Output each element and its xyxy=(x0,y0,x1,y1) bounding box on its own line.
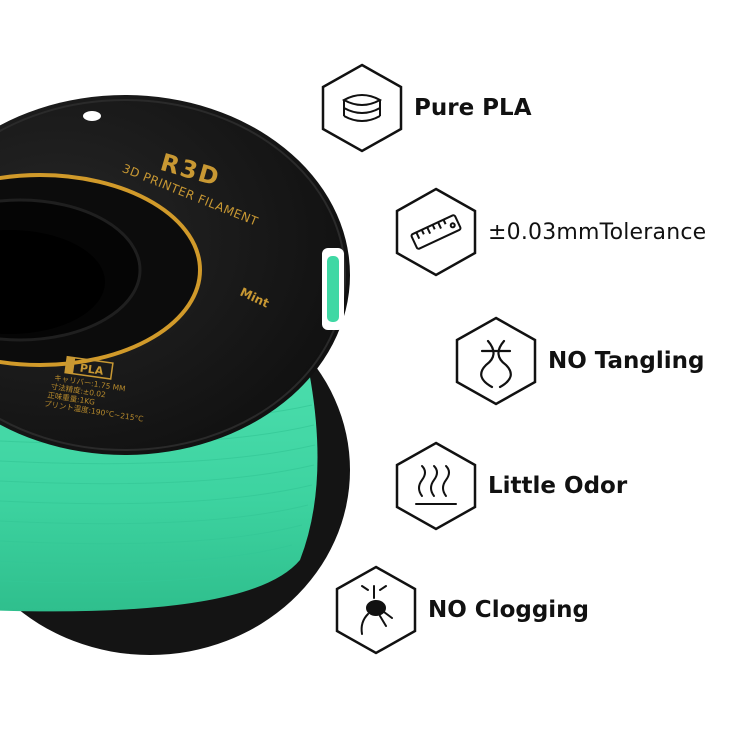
feature-label: ±0.03mmTolerance xyxy=(488,219,707,245)
spool-hole xyxy=(83,111,101,121)
feature-no-clogging: NO Clogging xyxy=(332,564,589,656)
filament-spool-image: R3D 3D PRINTER FILAMENT Mint PLA キャリバー:1… xyxy=(0,95,350,655)
odor-waves-icon xyxy=(392,440,480,532)
material-badge: PLA xyxy=(64,355,114,380)
feature-little-odor: Little Odor xyxy=(392,440,627,532)
feature-pure-pla: Pure PLA xyxy=(318,62,532,154)
nozzle-icon xyxy=(332,564,420,656)
feature-no-tangling: NO Tangling xyxy=(452,315,705,407)
feature-label: NO Tangling xyxy=(548,348,705,374)
knot-icon xyxy=(452,315,540,407)
feature-label: Little Odor xyxy=(488,473,628,499)
ruler-icon xyxy=(392,186,480,278)
material-badge-label: PLA xyxy=(79,362,105,378)
feature-tolerance: ±0.03mmTolerance xyxy=(392,186,706,278)
layers-icon xyxy=(318,62,406,154)
spool-graphic: R3D 3D PRINTER FILAMENT Mint PLA キャリバー:1… xyxy=(0,95,350,655)
feature-label: NO Clogging xyxy=(428,597,590,623)
feature-label: Pure PLA xyxy=(414,95,532,121)
